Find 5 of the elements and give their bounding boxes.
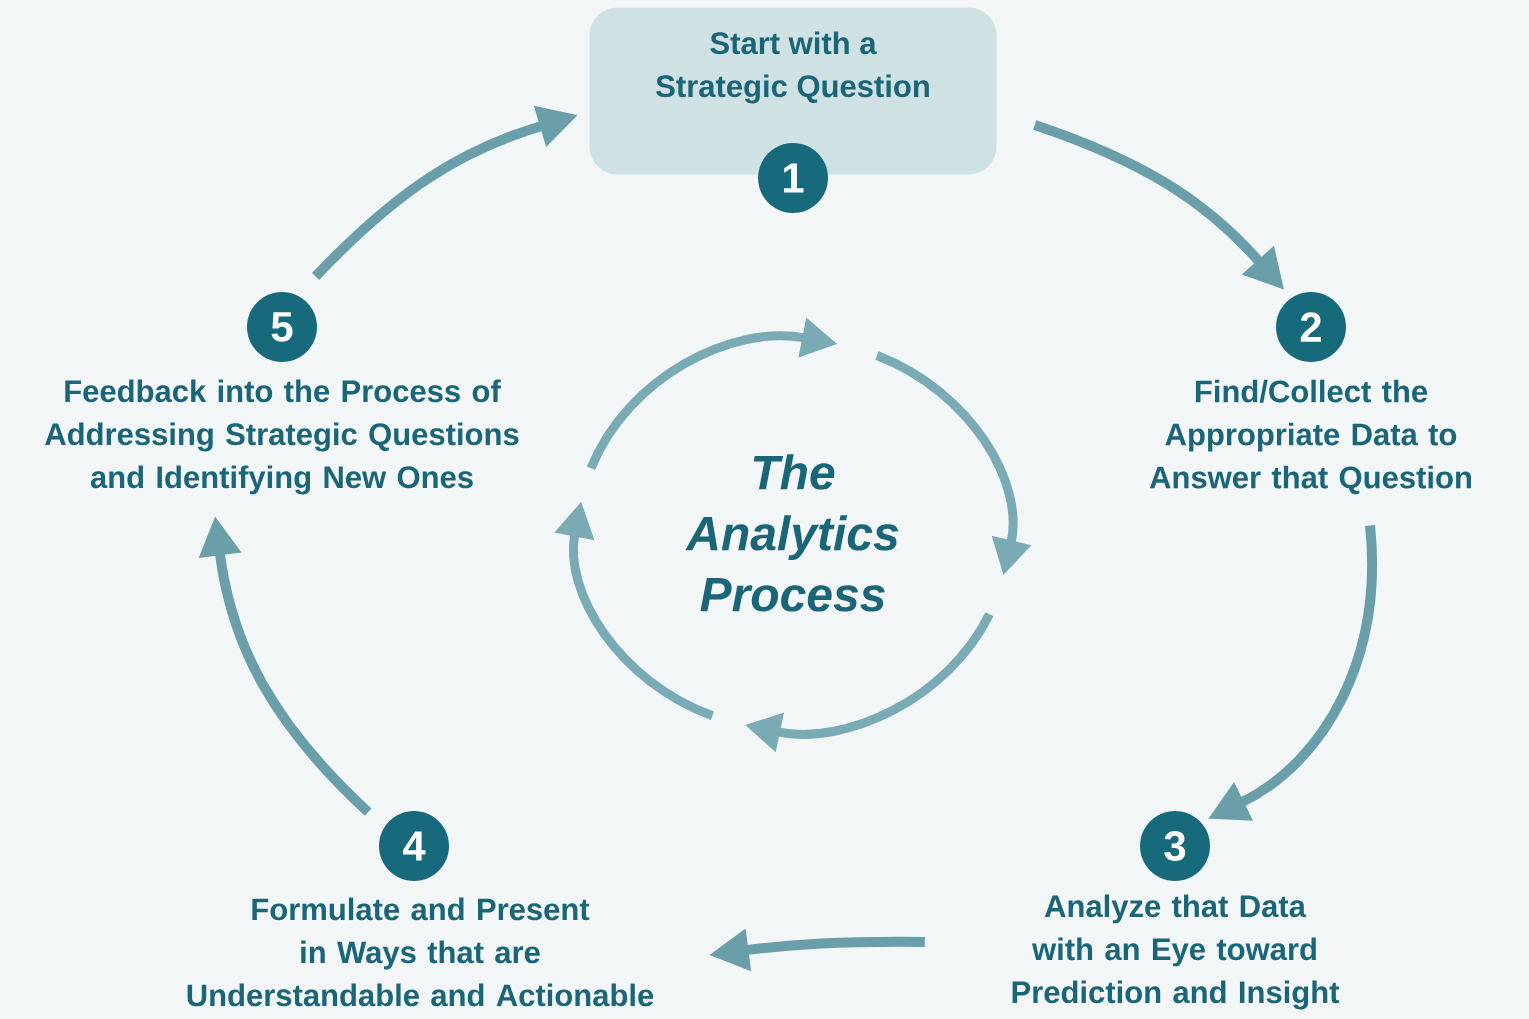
step-text: Find/Collect the Appropriate Data to Answer that Question xyxy=(1149,379,1471,495)
center-title: The Analytics Process xyxy=(685,454,899,612)
step-text: Feedback into the Process of Addressing Strategic Questions and Identifying New Ones xyxy=(45,379,519,495)
step-text: Analyze that Data with an Eye toward Prediction and Insight xyxy=(1012,894,1340,1010)
step-text: Formulate and Present in Ways that are Understandable and Actionable xyxy=(187,897,654,1007)
